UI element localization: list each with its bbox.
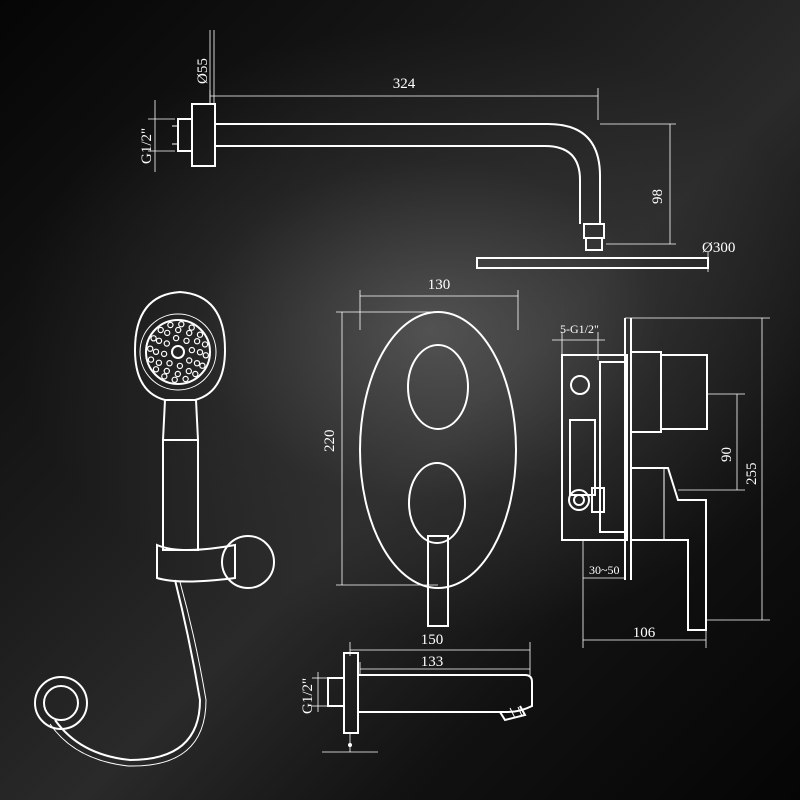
hand-shower-handle [162, 439, 199, 551]
nozzle-dot [152, 366, 160, 373]
nozzle-dot [199, 362, 206, 369]
nozzle-dot [163, 329, 171, 337]
hand-shower-drawing [34, 290, 275, 767]
nozzle-dot [193, 360, 201, 367]
nozzle-dot [171, 376, 178, 383]
nozzle-dot [182, 375, 189, 383]
nozzle-dot [161, 373, 168, 380]
hose-outer [54, 579, 202, 762]
mixer-lever-base [408, 462, 466, 544]
nozzle-dot [188, 324, 195, 331]
hand-shower-head [133, 290, 227, 401]
nozzle-dot [160, 350, 168, 358]
hand-shower-holder [156, 543, 236, 583]
nozzle-dot [178, 321, 185, 328]
side-port-top [570, 375, 590, 395]
nozzle-dot [192, 370, 199, 378]
dim-130-label: 130 [428, 277, 451, 293]
nozzle-dot [152, 348, 160, 355]
nozzle-dot [185, 367, 192, 375]
arm-flange [191, 103, 216, 167]
mixer-front-drawing: 130 220 [322, 277, 519, 627]
dim-90-label: 90 [719, 447, 735, 462]
side-port-bottom [568, 489, 590, 511]
nozzle-dot [188, 346, 196, 354]
nozzle-dot [157, 326, 164, 334]
nozzle-dot [147, 356, 155, 363]
nozzle-dot [176, 362, 184, 370]
dim-324-label: 324 [393, 76, 416, 92]
spout-flange [343, 652, 359, 734]
nozzle-dot [202, 352, 209, 359]
shower-arm-drawing: 324 Ø55 G1/2" 98 Ø300 [139, 30, 735, 272]
arm-connector [583, 223, 605, 239]
dim-arm-thread-label: G1/2" [139, 128, 155, 164]
nozzle-dot [155, 359, 163, 366]
nozzle-dot [185, 329, 193, 337]
nozzle-dot [201, 341, 209, 348]
spout-drawing: 150 133 G1/2" [300, 632, 533, 753]
arm-pipe-top [215, 123, 601, 224]
dim-106-label: 106 [633, 625, 656, 641]
nozzle-dot [166, 360, 173, 367]
nozzle-dot [174, 370, 181, 378]
dim-wall-label: 30~50 [589, 563, 620, 577]
arm-pipe-bottom [215, 145, 581, 224]
nozzle-dot [163, 340, 170, 347]
mixer-side-drawing: 5-G1/2" 90 255 30~50 106 [552, 317, 770, 648]
dim-133-label: 133 [421, 654, 444, 670]
dim-220-label: 220 [322, 430, 338, 453]
side-diverter-base [630, 351, 662, 433]
nozzle-dot [167, 321, 174, 329]
dim-150-label: 150 [421, 632, 444, 648]
mixer-lever [427, 535, 449, 627]
nozzle-dot [163, 367, 170, 375]
nozzle-dot [196, 349, 204, 356]
nozzle-dot [146, 345, 154, 352]
hose-outlet-ring [34, 676, 88, 730]
nozzle-dot [185, 357, 193, 364]
nozzle-dot [193, 338, 201, 345]
nozzle-dot [172, 334, 180, 342]
nozzle-dot [155, 337, 163, 344]
dim-head-label: Ø300 [702, 240, 735, 256]
diverter-knob [407, 344, 469, 430]
arm-nipple [177, 118, 193, 152]
spout-nipple [327, 677, 345, 707]
side-diverter-knob [660, 354, 708, 430]
shower-head [476, 257, 709, 269]
spout-body [358, 674, 533, 713]
nozzle-dot [174, 326, 182, 334]
side-valve-body [561, 354, 628, 541]
nozzle-pattern [146, 321, 209, 383]
nozzle-dot [196, 331, 204, 338]
dim-flange-label: Ø55 [195, 58, 211, 84]
holder-wall-knob [221, 535, 275, 589]
hand-shower-center [171, 345, 185, 359]
nozzle-dot [183, 337, 190, 344]
dim-98-label: 98 [650, 189, 666, 204]
dim-255-label: 255 [744, 463, 760, 486]
nozzle-dot [150, 335, 157, 342]
side-lever [630, 467, 707, 631]
dim-spout-thread-label: G1/2" [300, 678, 316, 714]
dim-side-thread-label: 5-G1/2" [560, 322, 599, 336]
mixer-plate [359, 311, 517, 589]
